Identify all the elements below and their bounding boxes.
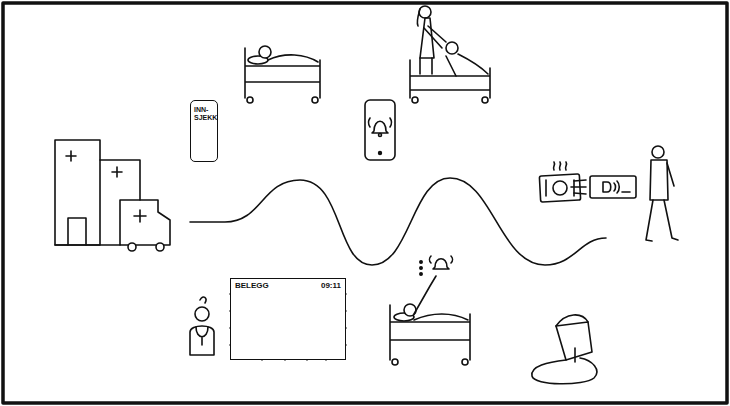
access-card-part [603,182,611,192]
spilled-bucket-part [556,315,588,326]
hospital-building-part [68,218,86,245]
meal-tray [539,162,580,202]
patient-calling-bed-part [420,261,422,263]
doctor-figure-part [195,307,209,321]
spilled-bucket-part [532,358,597,384]
call-tablet-part [365,100,395,160]
nurse-with-patient-part [424,26,446,48]
patient-bed-part [245,48,320,98]
frame-border-part [3,3,727,403]
call-tablet-part [379,134,382,137]
walking-person-part [646,200,678,241]
node-text: BELEGG [235,280,269,291]
nurse-with-patient-part [482,97,488,103]
nurse-with-patient-part [417,9,420,26]
access-card-part [590,176,636,198]
access-card-part [614,181,619,193]
node-text: 09:11 [321,280,341,291]
nurse-with-patient-part [446,54,488,76]
nurse-with-patient-part [412,97,418,103]
doctor-figure [190,297,214,355]
patient-bed-part [247,97,253,103]
nurse-with-patient-part [420,18,434,58]
nurse-with-patient-part [420,58,432,74]
meal-tray-part [553,181,567,195]
doctor-figure-part [196,327,208,345]
walking-person-part [667,163,674,186]
access-card-part [622,191,630,193]
nurse-with-patient [410,6,490,103]
doctor-figure-part [200,297,206,303]
ambulance [120,200,170,251]
patient-calling-bed-part [420,267,422,269]
meal-tray-part [539,174,580,202]
patient-calling-bed-part [462,359,468,365]
ambulance-part [134,210,146,222]
walking-person-part [650,160,668,200]
hospital-building-part [112,167,122,177]
patient-calling-bed-part [430,256,453,263]
hospital-building-part [55,244,120,246]
patient-calling-bed-part [414,314,468,320]
access-card-part [571,180,586,194]
call-tablet [365,100,395,160]
journey-wave [190,178,606,265]
hospital-building-part [66,151,76,161]
patient-bed-part [259,46,271,58]
patient-bed [245,46,320,103]
ambulance-part [120,200,170,245]
meal-tray-part [553,162,566,170]
spilled-bucket [532,315,597,384]
doctor-figure-part [190,326,214,355]
hospital-building-part [55,140,100,245]
call-tablet-part [369,118,392,127]
patient-calling-bed [390,256,470,365]
hospital-building-part [100,160,140,200]
patient-calling-bed-part [390,305,470,360]
call-tablet-part [372,121,388,133]
node-text: INN- SJEKK [194,106,216,122]
spilled-bucket-part [556,322,592,360]
ambulance-part [128,243,136,251]
patient-bed-part [268,55,318,62]
patient-bed-part [312,97,318,103]
meal-tray-part [546,180,574,196]
patient-calling-bed-part [392,359,398,365]
access-card [571,176,636,198]
call-tablet-part [379,152,382,155]
nurse-with-patient-part [419,6,431,18]
nurse-with-patient-part [446,42,458,54]
illustration-part [3,3,727,403]
patient-calling-bed-part [420,273,422,275]
walking-person [646,146,678,241]
walking-person-part [652,146,664,158]
hospital-building [55,140,140,245]
checkin-tablet: INN- SJEKK [190,100,218,162]
journey-wave-part [190,178,606,265]
occupancy-board: BELEGG 09:11 [230,278,346,360]
patient-calling-bed-part [414,276,436,314]
patient-calling-bed-part [433,259,449,269]
ambulance-part [156,243,164,251]
spilled-bucket-part [574,348,576,362]
frame-border [3,3,727,403]
